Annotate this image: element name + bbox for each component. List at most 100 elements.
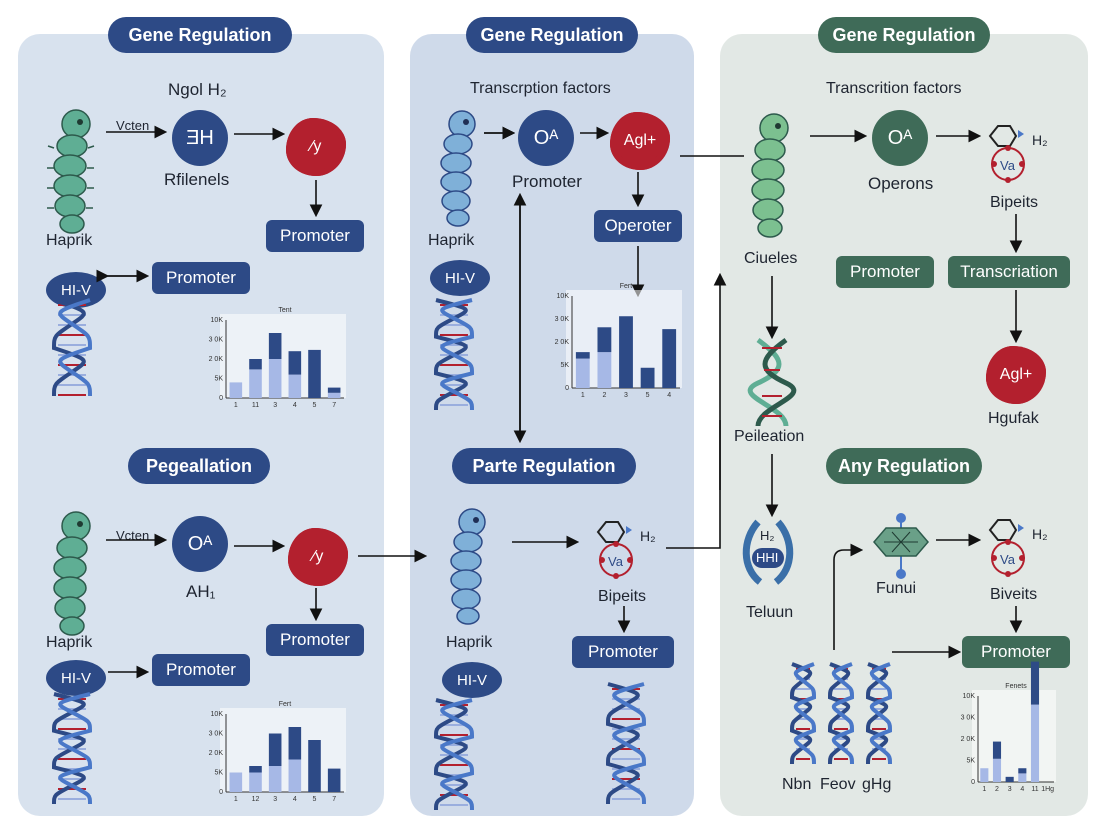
dna-strand [793,662,817,765]
left-top-blob: ⁄y [286,118,346,176]
dna-helix-icon [51,298,93,397]
x-tick-label: 1 [234,402,238,409]
x-tick-label: 2 [995,786,999,793]
bacterium-icon [53,511,91,636]
left-title: Gene Regulation [108,17,292,53]
bacterium-icon [47,109,95,234]
middle-bottom-promoter: Promoter [572,636,674,668]
y-tick-label: 5K [214,770,223,777]
right-bottom-enzyme-top: H₂ [760,528,775,543]
middle-top-operator: Operoter [594,210,682,242]
dna-strand [831,662,855,765]
left-top-formula: Ngol H₂ [168,80,227,99]
x-tick-label: 1 [234,796,238,803]
y-tick-label: 2 0K [209,356,224,363]
dna-helix-icon [789,662,817,765]
middle-top-oval: HI-V [430,260,490,296]
right-bottom-dna-label-2: Feov [820,776,856,793]
dna-strand [440,298,475,411]
middle-title: Gene Regulation [466,17,638,53]
x-tick-label: 3 [273,796,277,803]
left-top-promoter2: Promoter [152,262,250,294]
bar [640,367,655,388]
x-tick-label: 5 [313,402,317,409]
bar [229,382,243,398]
bar [288,759,302,792]
x-tick-label: 4 [667,392,671,399]
protein-icon [873,513,929,579]
middle-top-node-caption: Promoter [512,172,582,191]
x-tick-label: 7 [332,796,336,803]
dna-helix-icon [51,692,93,805]
bar [268,359,282,398]
enzyme-icon [742,519,794,585]
x-tick-label: 1 [982,786,986,793]
dna-helix-icon [605,682,647,805]
x-tick-label: 7 [332,402,336,409]
bar [268,333,282,359]
y-tick-label: 5K [560,362,569,369]
right-top-blob-caption: Hgufak [988,410,1039,427]
middle-bottom-hex-label: H₂ [640,528,656,544]
y-tick-label: 3 0K [209,337,224,344]
right-top-header: Transcrition factors [826,80,962,97]
dna-helix-icon [747,337,797,427]
x-tick-label: 2 [602,392,606,399]
hexagon-icon [596,521,633,579]
y-tick-label: 10K [557,293,570,300]
right-bottom-dna-label-3: gHg [862,776,892,793]
middle-top-creature-label: Haprik [428,232,475,249]
left-top-arrow-label: Vcten [116,118,150,133]
y-tick-label: 5K [966,758,975,765]
x-tick-label: 11 [1031,786,1038,793]
right-top-blob: Agl+ [986,346,1046,404]
right-top-transcription: Transcriation [948,256,1070,288]
left-top-creature-label: Haprik [46,232,93,249]
right-top-hex-caption: Bipeits [990,194,1039,211]
left-top-node: ƎH [172,110,228,166]
dna-strand [58,692,93,805]
middle-bottom-oval: HI-V [442,662,502,698]
y-tick-label: 3 0K [209,731,224,738]
dna-helix-icon [865,662,893,765]
left-top-promoter: Promoter [266,220,364,252]
bar [249,359,262,370]
dna-helix-icon [827,662,855,765]
y-tick-label: 0 [219,789,223,796]
y-tick-label: 0 [565,385,569,392]
right-bottom-hex-label: H₂ [1032,526,1048,542]
middle-top-header: Transcrption factors [470,80,611,97]
x-tick-label: 1 [581,392,585,399]
left-subtitle: Pegeallation [128,448,270,484]
middle-bottom-hex-inner: Va [608,554,623,569]
y-tick-label: 0 [971,779,975,786]
dna-helix-icon [433,298,475,411]
bar [288,374,302,398]
hexagon-icon [988,519,1025,577]
x-tick-label: 12 [252,796,260,803]
y-tick-label: 10K [963,693,976,700]
right-top-dna-caption: Peileation [734,428,805,445]
dna-strand [869,662,893,765]
bar [288,351,302,375]
y-tick-label: 2 0K [555,339,570,346]
x-tick-label: 4 [293,796,297,803]
right-top-promoter: Promoter [836,256,934,288]
bar [268,766,282,792]
left-bottom-node: Oᴬ [172,516,228,572]
left-bottom-promoter2: Promoter [152,654,250,686]
bacterium-icon [440,110,476,227]
x-tick-label: 3 [1008,786,1012,793]
bar [288,727,302,760]
chart-title: Fert [279,701,292,708]
bar [1030,661,1040,705]
chart-title: Tent [278,307,291,314]
y-tick-label: 10K [211,317,224,324]
dna-strand [58,298,93,397]
y-tick-label: 3 0K [961,715,976,722]
x-tick-label: 3 [273,402,277,409]
middle-top-blob: Agl+ [610,112,670,170]
